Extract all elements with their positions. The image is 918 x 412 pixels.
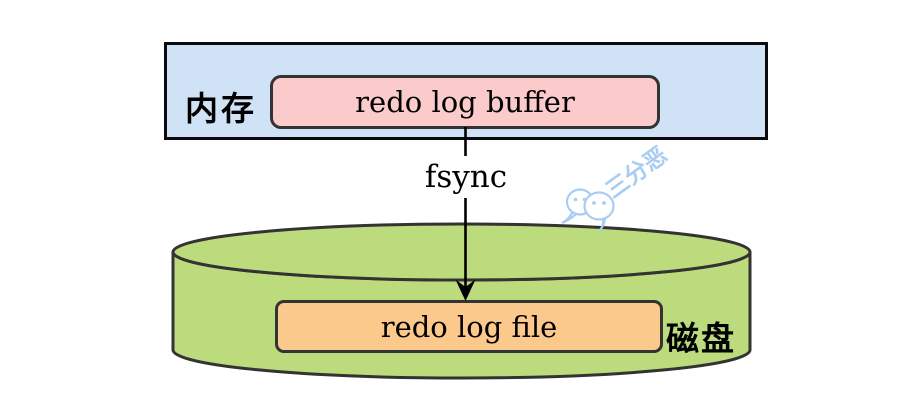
disk-cylinder-top [171, 222, 752, 282]
wechat-chat-bubbles-icon: 三分恶 [561, 141, 673, 232]
disk-label: 磁盘 [666, 319, 736, 358]
redo-log-buffer-label: redo log buffer [355, 85, 575, 119]
redo-log-file-box: redo log file [275, 300, 663, 353]
fsync-label: fsync [419, 156, 513, 198]
memory-label: 内存 [185, 89, 257, 128]
redo-log-file-label: redo log file [380, 309, 558, 344]
fsync-arrow-head [455, 279, 476, 301]
watermark-text: 三分恶 [601, 141, 673, 203]
watermark: 三分恶 [556, 138, 726, 240]
